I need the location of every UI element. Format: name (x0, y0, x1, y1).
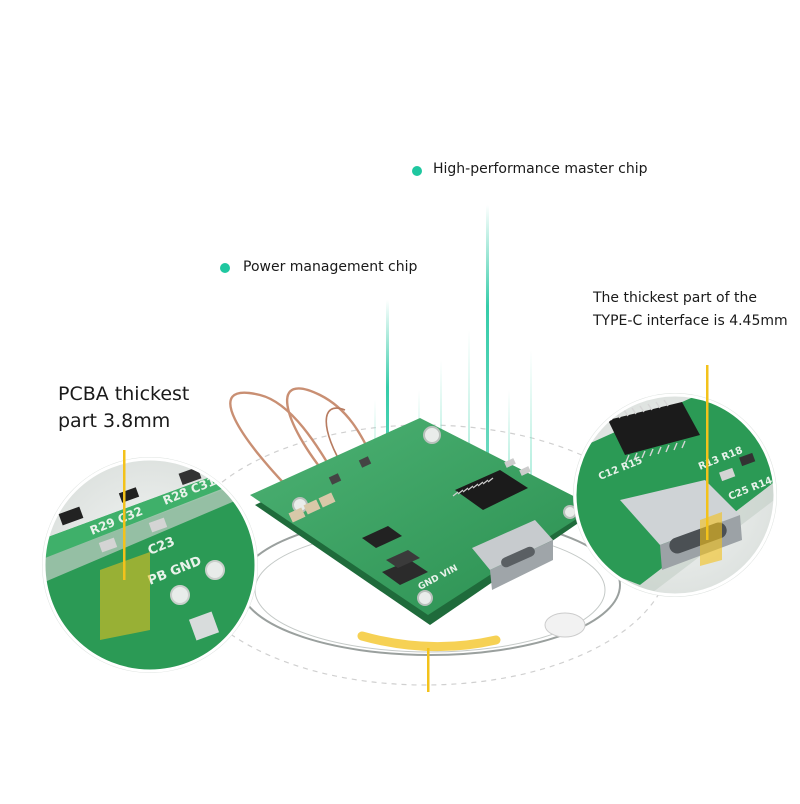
master-chip-beam (486, 205, 489, 495)
typec-label-line2: TYPE-C interface is 4.45mm (593, 313, 788, 329)
typec-zoom-lens: C12 R15 R13 R18 C25 R14 (573, 365, 777, 597)
pcba-label-line1: PCBA thickest (58, 383, 190, 405)
master-chip-label: High-performance master chip (433, 161, 648, 177)
ring-marker-line (427, 648, 430, 692)
typec-marker-line (706, 365, 709, 540)
power-chip-label: Power management chip (243, 259, 418, 275)
power-chip-beam (386, 300, 389, 550)
pcba-label-line2: part 3.8mm (58, 410, 171, 432)
power-chip-dot (220, 263, 230, 273)
main-pcb-board: GND VIN (250, 418, 595, 625)
master-chip-dot (412, 166, 422, 176)
ring-thickness-marker (357, 631, 501, 652)
pcba-zoom-lens: R29 C32 R28 C31 C23 PB GND (42, 450, 258, 673)
typec-label-line1: The thickest part of the (593, 290, 757, 306)
pcba-marker-line (123, 450, 126, 580)
